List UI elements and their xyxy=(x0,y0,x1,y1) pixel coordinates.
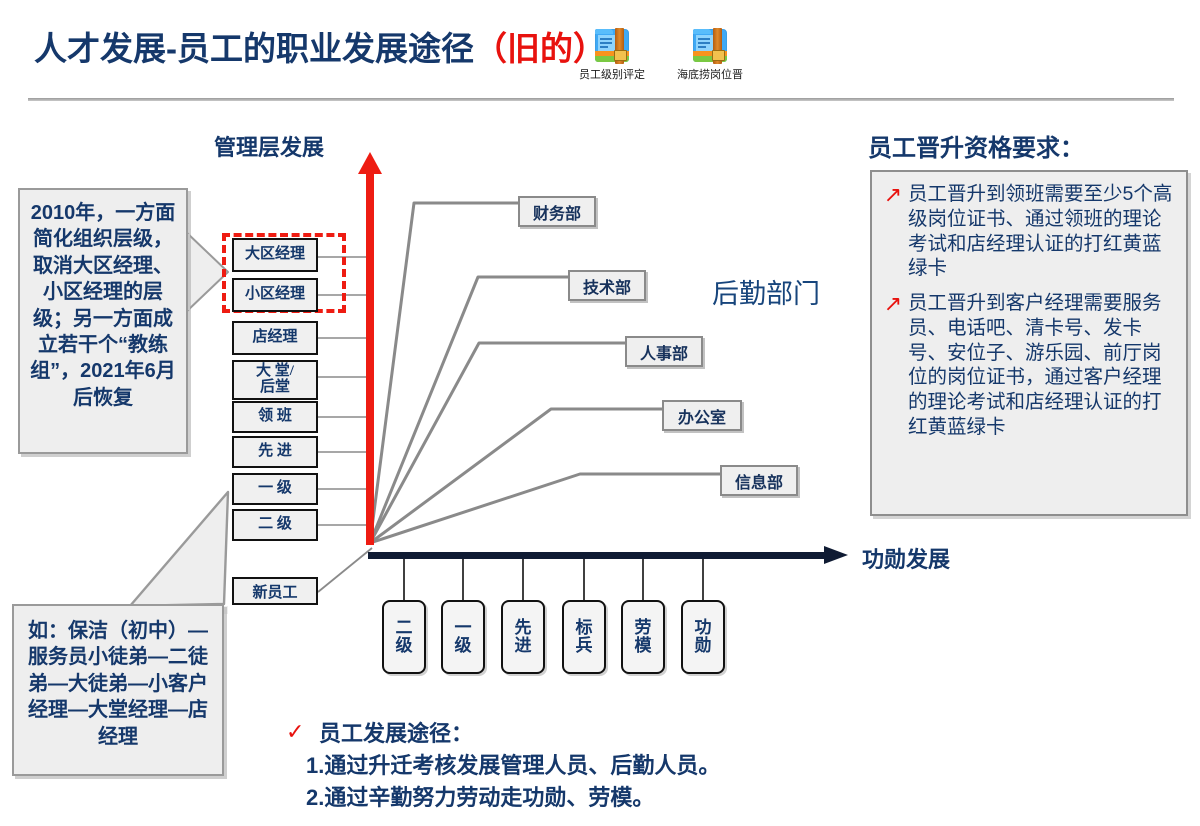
arrow-up-right-icon: ↗ xyxy=(883,292,903,317)
backoffice-group-label: 后勤部门 xyxy=(712,279,820,309)
arrow-up-right-icon: ↗ xyxy=(883,183,903,208)
ladder-item-label: 新员工 xyxy=(252,584,298,601)
dept-label: 办公室 xyxy=(677,409,726,427)
x-axis-arrowhead xyxy=(824,546,848,564)
requirement-item-0: ↗ 员工晋升到领班需要至少5个高级岗位证书、通过领班的理论考试和店经理认证的打红… xyxy=(878,182,1178,281)
ladder-item-4[interactable]: 领 班 xyxy=(232,401,318,433)
x-axis xyxy=(368,552,828,559)
dept-label: 信息部 xyxy=(734,474,783,492)
ladder-item-2[interactable]: 店经理 xyxy=(232,321,318,355)
callout-bottom: 如：保洁（初中）—服务员小徒弟—二徒弟—大徒弟—小客户经理—大堂经理—店经理 xyxy=(12,604,224,776)
ladder-item-label: 大区经理 xyxy=(244,246,305,263)
dept-box-4[interactable]: 信息部 xyxy=(720,465,798,496)
dept-label: 财务部 xyxy=(532,205,581,223)
page-title-suffix: （旧的） xyxy=(474,30,606,67)
ladder-item-label: 先 进 xyxy=(258,443,292,460)
ladder-item-1[interactable]: 小区经理 xyxy=(232,278,318,312)
ladder-item-label: 领 班 xyxy=(258,408,292,425)
callout-bottom-text: 如：保洁（初中）—服务员小徒弟—二徒弟—大徒弟—小客户经理—大堂经理—店经理 xyxy=(28,620,208,748)
merit-box-2[interactable]: 先 进 xyxy=(501,600,545,674)
dept-box-3[interactable]: 办公室 xyxy=(662,400,742,431)
merit-label: 劳 模 xyxy=(634,618,652,655)
merit-label: 一 级 xyxy=(454,618,472,655)
page-title: 人才发展-员工的职业发展途径（旧的） xyxy=(34,22,606,70)
requirements-title: 员工晋升资格要求： xyxy=(868,135,1084,162)
caption-heading: 员工发展途径： xyxy=(319,721,474,746)
merit-label: 标 兵 xyxy=(575,618,593,655)
dept-label: 人事部 xyxy=(639,345,688,363)
header-icon-0[interactable]: 员工级别评定 xyxy=(566,26,658,82)
x-axis-label: 功勋发展 xyxy=(862,547,951,572)
header-icon-caption: 海底捞岗位晋 xyxy=(677,69,743,81)
caption-line-1: 1.通过升迁考核发展管理人员、后勤人员。 xyxy=(306,753,721,778)
ladder-item-5[interactable]: 先 进 xyxy=(232,436,318,468)
ladder-item-3[interactable]: 大 堂/ 后堂 xyxy=(232,360,318,400)
merit-label: 二 级 xyxy=(395,618,413,655)
requirement-item-1: ↗ 员工晋升到客户经理需要服务员、电话吧、清卡号、发卡号、安位子、游乐园、前厅岗… xyxy=(878,291,1178,440)
header-icon-1[interactable]: 海底捞岗位晋 xyxy=(664,26,756,82)
merit-box-0[interactable]: 二 级 xyxy=(382,600,426,674)
merit-box-4[interactable]: 劳 模 xyxy=(621,600,665,674)
ladder-item-label: 一 级 xyxy=(258,480,292,497)
callout-top-text: 2010年，一方面简化组织层级，取消大区经理、小区经理的层级；另一方面成立若干个… xyxy=(30,202,176,409)
file-icon xyxy=(595,26,629,64)
merit-box-5[interactable]: 功 勋 xyxy=(681,600,725,674)
dept-box-2[interactable]: 人事部 xyxy=(625,336,703,367)
ladder-item-0[interactable]: 大区经理 xyxy=(232,238,318,272)
dept-label: 技术部 xyxy=(582,279,631,297)
file-icon xyxy=(693,26,727,64)
requirements-panel: ↗ 员工晋升到领班需要至少5个高级岗位证书、通过领班的理论考试和店经理认证的打红… xyxy=(870,170,1188,516)
ladder-item-label: 小区经理 xyxy=(244,286,305,303)
y-axis-label: 管理层发展 xyxy=(214,135,325,160)
merit-box-1[interactable]: 一 级 xyxy=(441,600,485,674)
ladder-item-label: 二 级 xyxy=(258,516,292,533)
callout-top: 2010年，一方面简化组织层级，取消大区经理、小区经理的层级；另一方面成立若干个… xyxy=(18,188,188,454)
dept-box-0[interactable]: 财务部 xyxy=(518,196,596,227)
merit-label: 先 进 xyxy=(514,618,532,655)
page-title-main: 人才发展-员工的职业发展途径 xyxy=(34,30,474,67)
ladder-item-6[interactable]: 一 级 xyxy=(232,473,318,505)
y-axis xyxy=(366,170,374,545)
y-axis-arrowhead xyxy=(358,152,382,174)
requirement-text: 员工晋升到客户经理需要服务员、电话吧、清卡号、发卡号、安位子、游乐园、前厅岗位的… xyxy=(908,292,1162,438)
merit-label: 功 勋 xyxy=(694,618,712,655)
ladder-item-7[interactable]: 二 级 xyxy=(232,509,318,541)
header-divider xyxy=(28,98,1174,101)
header-icon-caption: 员工级别评定 xyxy=(579,69,645,81)
dept-box-1[interactable]: 技术部 xyxy=(568,270,646,301)
merit-box-3[interactable]: 标 兵 xyxy=(562,600,606,674)
check-icon: ✓ xyxy=(286,720,305,745)
ladder-item-label: 店经理 xyxy=(252,329,298,346)
caption-line-2: 2.通过辛勤努力劳动走功勋、劳模。 xyxy=(306,785,655,810)
ladder-item-label: 大 堂/ 后堂 xyxy=(256,363,294,395)
requirement-text: 员工晋升到领班需要至少5个高级岗位证书、通过领班的理论考试和店经理认证的打红黄蓝… xyxy=(908,183,1173,280)
ladder-item-newcomer[interactable]: 新员工 xyxy=(232,577,318,605)
